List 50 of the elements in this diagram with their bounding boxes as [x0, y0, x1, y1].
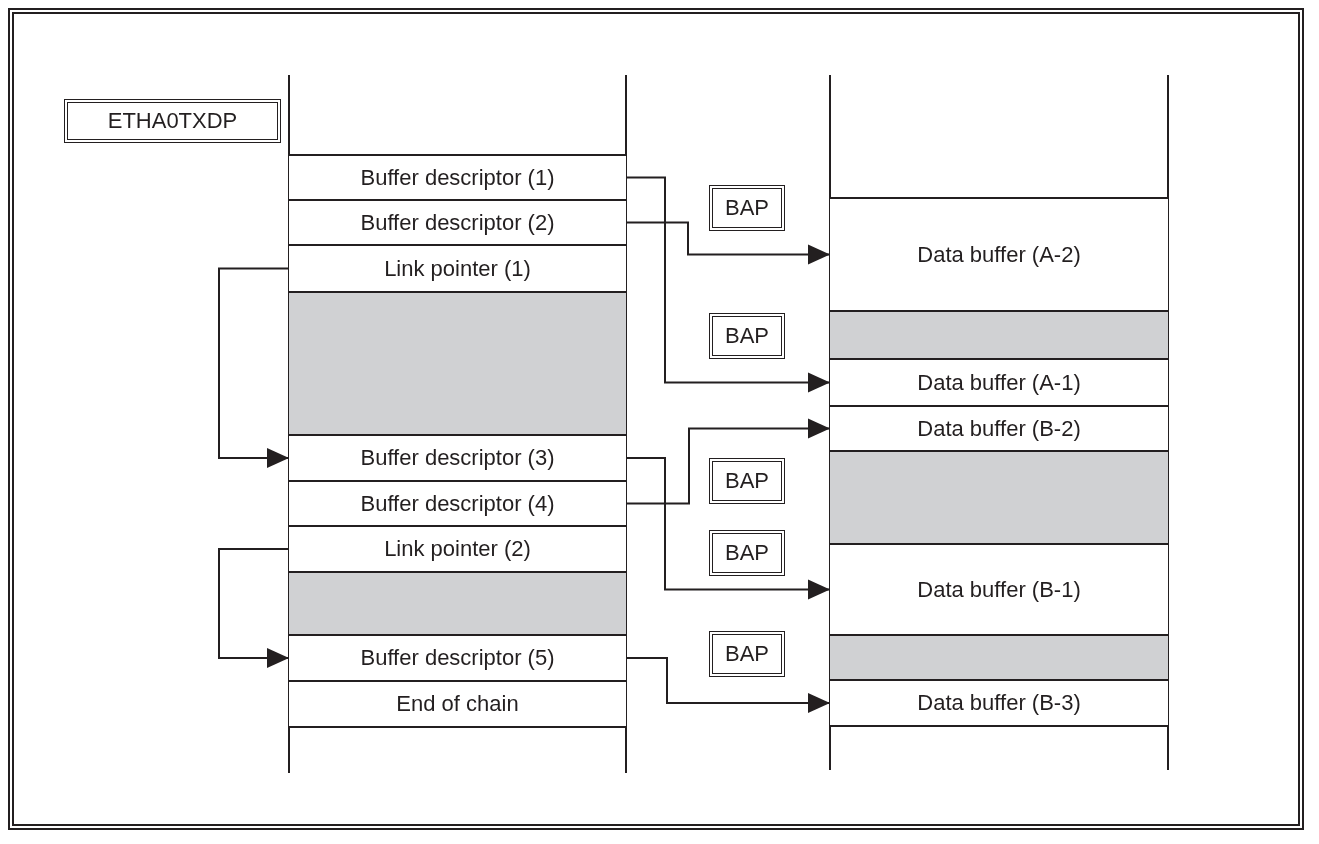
- register-name: BAP: [725, 323, 769, 349]
- row-label: Data buffer (B-1): [917, 576, 1081, 603]
- memory-row: [289, 199, 626, 246]
- row-label: Data buffer (B-2): [917, 415, 1081, 442]
- register-name: BAP: [725, 641, 769, 667]
- reserved-area: [289, 571, 626, 636]
- memory-row: [830, 358, 1168, 407]
- row-label: End of chain: [396, 691, 519, 717]
- memory-row: [289, 244, 626, 293]
- row-label: Buffer descriptor (3): [360, 445, 555, 471]
- memory-row: [289, 480, 626, 527]
- memory-row: [830, 543, 1168, 636]
- register-name: BAP: [725, 540, 769, 566]
- memory-row: [830, 679, 1168, 727]
- memory-row: [289, 680, 626, 728]
- register-label: [64, 99, 281, 143]
- pointer-arrow: [625, 418, 831, 505]
- memory-row: [289, 154, 626, 201]
- register-label: [709, 458, 785, 504]
- reserved-area: [830, 310, 1168, 360]
- register-label: [709, 530, 785, 576]
- row-label: Buffer descriptor (4): [360, 490, 555, 517]
- memory-row: [289, 525, 626, 573]
- register-name: BAP: [725, 195, 769, 221]
- register-label: [709, 631, 785, 677]
- row-label: Data buffer (B-3): [917, 690, 1081, 716]
- row-label: Buffer descriptor (2): [360, 209, 555, 236]
- register-label: [709, 185, 785, 231]
- reserved-area: [289, 291, 626, 436]
- memory-row: [289, 634, 626, 682]
- pointer-arrow: [625, 457, 831, 600]
- pointer-arrow: [625, 221, 831, 265]
- reserved-area: [830, 450, 1168, 545]
- register-name: ETHA0TXDP: [107, 108, 238, 134]
- memory-row: [830, 197, 1168, 312]
- register-name: BAP: [725, 468, 769, 494]
- row-label: Buffer descriptor (5): [360, 645, 555, 671]
- pointer-arrow: [218, 548, 290, 668]
- row-label: Link pointer (1): [384, 255, 531, 282]
- row-label: Link pointer (2): [384, 536, 531, 562]
- pointer-arrow: [218, 267, 290, 468]
- pointer-arrow: [625, 176, 831, 393]
- row-label: Data buffer (A-2): [917, 241, 1081, 268]
- memory-row: [289, 434, 626, 482]
- row-label: Buffer descriptor (1): [360, 164, 555, 191]
- row-label: Data buffer (A-1): [917, 369, 1081, 396]
- pointer-arrow: [625, 657, 831, 713]
- memory-row: [830, 405, 1168, 452]
- register-label: [709, 313, 785, 359]
- reserved-area: [830, 634, 1168, 681]
